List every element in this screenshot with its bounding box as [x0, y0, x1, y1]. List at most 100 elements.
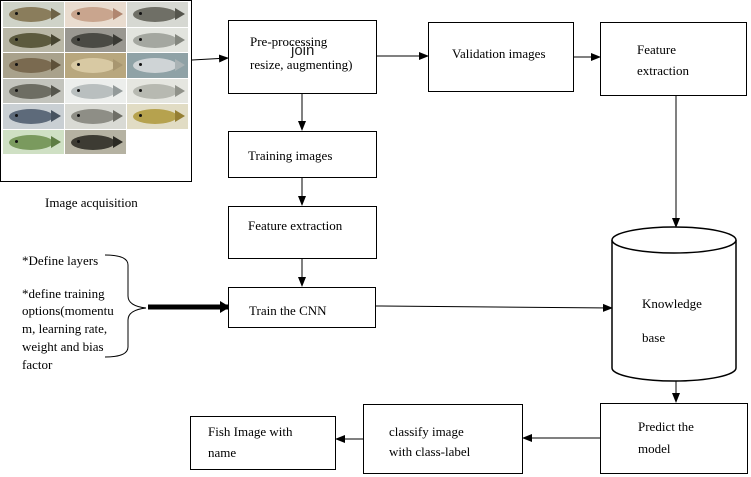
fish-photo — [3, 78, 64, 103]
fish-photo — [127, 53, 188, 78]
fish-tail — [113, 33, 123, 46]
fish-tail — [51, 110, 61, 122]
fish-tail — [113, 110, 123, 122]
options-line4: m, learning rate, — [22, 321, 108, 336]
fish-photo — [65, 104, 126, 129]
fish-eye — [15, 37, 18, 41]
fish-image-name-line1: Fish Image with — [208, 424, 293, 439]
fish-image-mosaic — [0, 0, 192, 182]
fish-body — [133, 83, 177, 99]
image-acquisition-label: Image acquisition — [45, 195, 138, 210]
feature-extraction-mid-box — [228, 206, 377, 259]
classify-image-line1: classify image — [389, 424, 464, 439]
fish-body — [71, 32, 115, 48]
fish-photo — [127, 104, 188, 129]
options-brace — [104, 254, 147, 358]
fish-eye — [139, 114, 142, 117]
fish-eye — [15, 139, 18, 143]
fish-tail — [113, 84, 123, 97]
training-images-label: Training images — [248, 148, 333, 163]
fish-tail — [113, 135, 123, 148]
options-line1: *Define layers — [22, 253, 99, 268]
fish-photo — [65, 53, 126, 78]
fish-tail — [51, 84, 61, 97]
fish-photo — [65, 27, 126, 52]
options-line6: factor — [22, 357, 53, 372]
feature-extraction-top-box — [600, 22, 747, 96]
classify-image-box — [363, 404, 523, 474]
fish-body — [71, 7, 115, 22]
fish-body — [71, 83, 115, 99]
fish-eye — [15, 88, 18, 92]
fish-image-name-box — [190, 416, 336, 470]
predict-model-line2: model — [638, 441, 671, 456]
fish-body — [9, 109, 53, 124]
fish-eye — [139, 63, 142, 66]
fish-eye — [139, 12, 142, 15]
fish-photo — [127, 2, 188, 27]
fish-photo — [3, 104, 64, 129]
fish-tail — [113, 8, 123, 20]
fish-tail — [175, 59, 185, 71]
fish-tail — [175, 110, 185, 122]
fish-eye — [15, 12, 18, 15]
validation-images-box — [428, 22, 574, 92]
fish-photo — [127, 27, 188, 52]
classify-image-line2: with class-label — [389, 444, 471, 459]
fish-eye — [15, 114, 18, 117]
fish-body — [133, 7, 177, 22]
options-line5: weight and bias — [22, 339, 104, 354]
fish-eye — [77, 88, 80, 92]
fish-tail — [51, 59, 61, 71]
fish-eye — [77, 114, 80, 117]
fish-photo — [65, 129, 126, 154]
preprocessing-line1: Pre-processing — [250, 34, 328, 49]
predict-model-line1: Predict the — [638, 419, 694, 434]
fish-body — [71, 109, 115, 124]
options-line3: options(momentu — [22, 303, 114, 318]
fish-photo — [3, 27, 64, 52]
fish-photo — [127, 78, 188, 103]
arrow-options-head — [220, 301, 230, 313]
fish-photo — [3, 53, 64, 78]
arrow-mosaic-to-preprocessing — [191, 54, 229, 63]
fish-photo — [3, 2, 64, 27]
knowledge-base-line2: base — [642, 330, 666, 345]
fish-body — [71, 134, 115, 150]
fish-tail — [113, 59, 123, 71]
knowledge-base-line1: Knowledge — [642, 296, 702, 311]
fish-tail — [175, 84, 185, 97]
fish-eye — [77, 12, 80, 15]
fish-eye — [77, 139, 80, 143]
fish-eye — [139, 88, 142, 92]
preprocessing-box — [228, 20, 377, 94]
train-cnn-box — [228, 287, 376, 328]
fish-eye — [77, 63, 80, 66]
training-images-box — [228, 131, 377, 178]
feature-extraction-mid-label: Feature extraction — [248, 218, 343, 233]
fish-body — [9, 134, 53, 150]
fish-body — [9, 58, 53, 73]
fish-eye — [77, 37, 80, 41]
fish-photo — [65, 2, 126, 27]
predict-model-box — [600, 403, 748, 474]
fish-photo — [65, 78, 126, 103]
fish-tail — [51, 135, 61, 148]
train-cnn-label: Train the CNN — [249, 303, 327, 318]
fish-eye — [15, 63, 18, 66]
feature-extraction-top-line2: extraction — [637, 63, 689, 78]
fish-body — [71, 58, 115, 73]
fish-body — [9, 83, 53, 99]
fish-image-name-line2: name — [208, 445, 237, 460]
fish-tail — [51, 8, 61, 20]
feature-extraction-top-line1: Feature — [637, 42, 676, 57]
fish-tail — [175, 8, 185, 20]
fish-photo — [3, 129, 64, 154]
join-label: join — [291, 42, 315, 59]
preprocessing-line2: resize, augmenting) — [250, 57, 353, 72]
options-line2: *define training — [22, 286, 105, 301]
fish-tail — [51, 33, 61, 46]
fish-body — [133, 58, 177, 73]
fish-body — [133, 32, 177, 48]
